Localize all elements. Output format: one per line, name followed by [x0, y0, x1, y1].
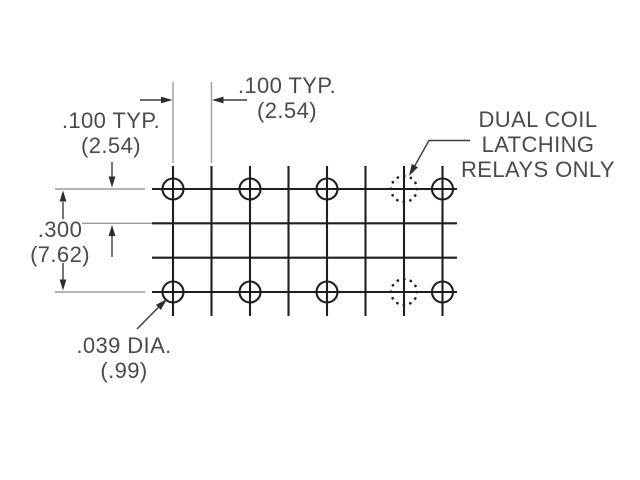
hole-diameter-label: .039 DIA. (.99)	[76, 333, 171, 383]
dimension-arrows	[59, 96, 470, 330]
pitch-left-value: .100 TYP.	[61, 108, 161, 133]
dual-coil-note-line3: RELAYS ONLY	[461, 157, 615, 182]
dim-row-spacing-down-arrowhead-icon	[59, 279, 67, 291]
pad-hole-circle	[238, 177, 262, 201]
pitch-left-label: .100 TYP. (2.54)	[62, 108, 160, 158]
pad-hole-circle	[430, 177, 455, 201]
dim-row-spacing-up-arrowhead-icon	[59, 190, 67, 202]
dual-coil-holes	[389, 174, 419, 307]
dim-top-arrowhead-left-icon	[212, 96, 224, 104]
note-leader-line	[414, 139, 470, 166]
dim-left-pitch-down-arrowhead-icon	[108, 176, 116, 188]
extension-lines	[55, 82, 213, 293]
pad-hole-circle	[430, 280, 455, 304]
dual-coil-hole-dotted-circle	[389, 174, 419, 204]
dim-left-pitch-up-arrowhead-icon	[108, 225, 116, 236]
dual-coil-hole-dotted-circle	[389, 277, 419, 307]
pad-hole-circle	[315, 280, 339, 304]
pitch-top-value: .100 TYP.	[237, 73, 337, 98]
trace-grid	[152, 166, 457, 316]
hole-diameter-metric: (.99)	[100, 358, 148, 383]
row-spacing-metric: (7.62)	[30, 242, 90, 267]
pitch-top-metric: (2.54)	[257, 98, 317, 123]
pad-hole-circle	[315, 177, 339, 201]
dual-coil-note-line2: LATCHING	[481, 132, 595, 157]
dim-top-arrowhead-right-icon	[161, 96, 173, 104]
row-spacing-label: .300 (7.62)	[30, 217, 90, 267]
pad-hole-circle	[161, 280, 185, 304]
hole-diameter-value: .039 DIA.	[76, 333, 172, 358]
pad-holes	[161, 177, 455, 304]
pad-hole-circle	[161, 177, 185, 201]
note-arrowhead-icon	[409, 163, 418, 176]
pitch-left-metric: (2.54)	[81, 133, 141, 158]
dual-coil-note-line1: DUAL COIL	[478, 107, 598, 132]
dual-coil-note: DUAL COIL LATCHING RELAYS ONLY	[461, 107, 615, 182]
hole-diameter-arrowhead-icon	[155, 299, 167, 310]
pad-hole-circle	[238, 280, 262, 304]
row-spacing-value: .300	[37, 217, 83, 242]
pitch-top-label: .100 TYP. (2.54)	[238, 73, 336, 123]
hole-diameter-leader-line	[136, 306, 159, 330]
